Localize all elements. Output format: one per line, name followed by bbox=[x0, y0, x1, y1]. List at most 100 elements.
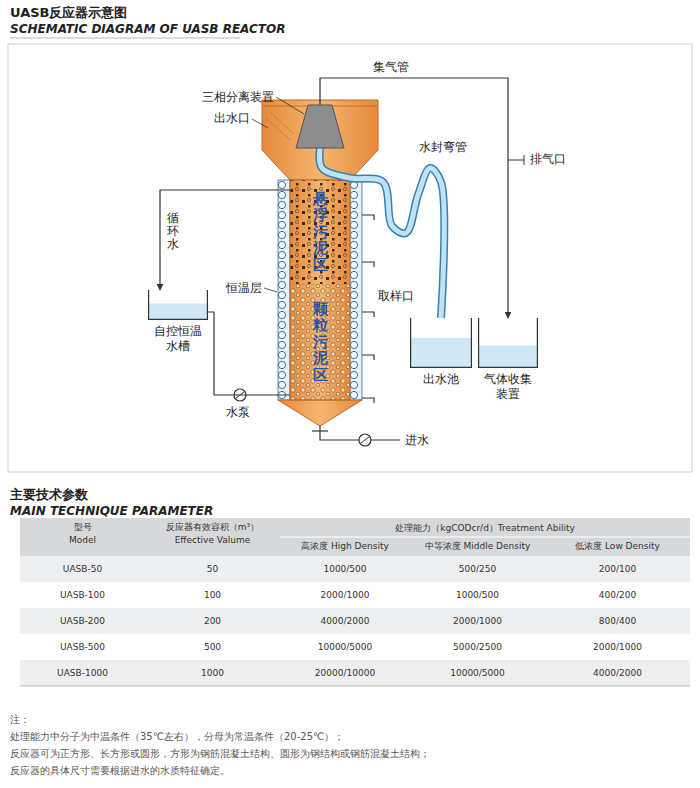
node-shape bbox=[296, 105, 344, 148]
table-cell: 400/200 bbox=[545, 590, 690, 601]
table-cell: 2000/1000 bbox=[410, 616, 545, 627]
connector-group bbox=[320, 148, 445, 318]
zone-label: 悬浮污泥区 bbox=[313, 191, 328, 274]
table-cell: 高浓度 High Density bbox=[280, 541, 410, 552]
table-cell: UASB-50 bbox=[20, 564, 145, 575]
granular-sludge-zone: 颗粒污泥区 bbox=[290, 284, 350, 400]
table-cell: Effective Valume bbox=[145, 535, 280, 546]
table-cell: 反应器有效容积（m³） bbox=[145, 522, 280, 533]
node-label: 出水池 bbox=[415, 372, 467, 387]
table-cell: 2000/1000 bbox=[545, 642, 690, 653]
table-cell: 200 bbox=[145, 616, 280, 627]
part-label: 取样口 bbox=[378, 289, 414, 304]
effluent-tank: 出水池 bbox=[410, 318, 472, 368]
pipe-label: 水封弯管 bbox=[418, 140, 468, 155]
table-rows bbox=[20, 556, 690, 686]
title-rule bbox=[10, 38, 240, 39]
table-header-band bbox=[20, 518, 690, 556]
diagram-frame bbox=[8, 44, 692, 472]
heading: 主要技术参数 bbox=[10, 487, 88, 503]
note-text: 注： bbox=[10, 714, 30, 727]
table-cell: 50 bbox=[145, 564, 280, 575]
sampling-tap bbox=[362, 312, 374, 317]
water-seal-pipe bbox=[320, 148, 445, 318]
table-cell: 500 bbox=[145, 642, 280, 653]
weir-line bbox=[270, 112, 294, 134]
tank-outline bbox=[149, 290, 208, 319]
node-shape bbox=[478, 318, 538, 368]
suspended-sludge bbox=[290, 180, 350, 284]
insulation-jacket bbox=[350, 180, 362, 400]
inlet-valve bbox=[312, 430, 328, 431]
table-cell: 800/400 bbox=[545, 616, 690, 627]
sampling-tap bbox=[362, 398, 374, 403]
sampling-tap bbox=[362, 355, 374, 360]
reactor-column bbox=[290, 180, 350, 284]
table-row bbox=[20, 556, 690, 582]
part-label: 水泵 bbox=[226, 405, 250, 420]
table-cell: 中等浓度 Middle Density bbox=[410, 541, 545, 552]
suspended-sludge-zone: 悬浮污泥区 bbox=[290, 180, 350, 284]
table-row bbox=[20, 660, 690, 686]
table-cell: UASB-200 bbox=[20, 616, 145, 627]
leader-line bbox=[276, 97, 304, 114]
three-phase-separator: 三相分离装置 bbox=[296, 105, 344, 148]
table-rule bbox=[280, 537, 690, 538]
inlet-pump-symbol bbox=[359, 434, 371, 446]
tank-outline bbox=[411, 318, 472, 367]
table-cell: 4000/2000 bbox=[280, 616, 410, 627]
table-cell: 4000/2000 bbox=[545, 668, 690, 679]
title: UASB反应器示意图 bbox=[10, 5, 128, 21]
reactor-column bbox=[290, 284, 350, 400]
pipe-line bbox=[160, 190, 290, 290]
pipe-label: 循环水 bbox=[166, 212, 180, 252]
leader-line bbox=[252, 119, 268, 128]
vent-branch bbox=[508, 155, 524, 165]
node-shape bbox=[148, 290, 208, 320]
table-cell: 2000/1000 bbox=[280, 590, 410, 601]
part-label: 排气口 bbox=[530, 152, 566, 167]
insulation-jacket bbox=[278, 180, 290, 400]
table-cell: 1000 bbox=[145, 668, 280, 679]
sampling-taps bbox=[362, 215, 374, 403]
part-label: 出水口 bbox=[214, 111, 250, 126]
table-cell: 10000/5000 bbox=[280, 642, 410, 653]
table-row bbox=[20, 582, 690, 608]
reactor-wall bbox=[290, 180, 350, 400]
table-cell: 1000/500 bbox=[280, 564, 410, 575]
table-cell: 10000/5000 bbox=[410, 668, 545, 679]
table-cell: 型号 bbox=[20, 522, 145, 533]
inlet-pump-symbol bbox=[361, 437, 369, 443]
heading: MAIN TECHNIQUE PARAMETER bbox=[10, 504, 213, 519]
table-cell: 低浓度 Low Density bbox=[545, 541, 690, 552]
table-cell: 100 bbox=[145, 590, 280, 601]
zone-label: 颗粒污泥区 bbox=[313, 301, 328, 384]
tank-water bbox=[479, 346, 537, 368]
node-label: 气体收集装置 bbox=[482, 372, 534, 402]
leader-line bbox=[264, 288, 277, 292]
sampling-tap bbox=[362, 262, 374, 267]
table-cell: UASB-100 bbox=[20, 590, 145, 601]
pipe-line bbox=[320, 78, 508, 318]
connector-group bbox=[320, 78, 508, 318]
reactor-cone bbox=[278, 400, 362, 426]
part-label: 恒温层 bbox=[226, 281, 262, 296]
tank-water bbox=[411, 338, 471, 367]
node-label: 三相分离装置 bbox=[202, 89, 274, 106]
table-cell: Model bbox=[20, 535, 145, 546]
tank-water bbox=[149, 304, 207, 320]
table-cell: 处理能力（kgCODcr/d）Treatment Ability bbox=[280, 523, 690, 534]
note-text: 反应器可为正方形、长方形或圆形，方形为钢筋混凝土结构、圆形为钢结构或钢筋混凝土结… bbox=[10, 748, 430, 761]
gas-collector: 气体收集装置 bbox=[478, 318, 538, 368]
sampling-tap bbox=[362, 215, 374, 220]
connector-group bbox=[160, 190, 290, 290]
table-rule bbox=[20, 686, 690, 687]
table-cell: 200/100 bbox=[545, 564, 690, 575]
thermostat-water-tank: 自控恒温水槽 bbox=[148, 290, 208, 320]
pipe-line bbox=[208, 312, 290, 395]
table-cell: 20000/10000 bbox=[280, 668, 410, 679]
table-row bbox=[20, 608, 690, 634]
note-text: 反应器的具体尺寸需要根据进水的水质特征确定。 bbox=[10, 765, 230, 778]
table-cell: 500/250 bbox=[410, 564, 545, 575]
